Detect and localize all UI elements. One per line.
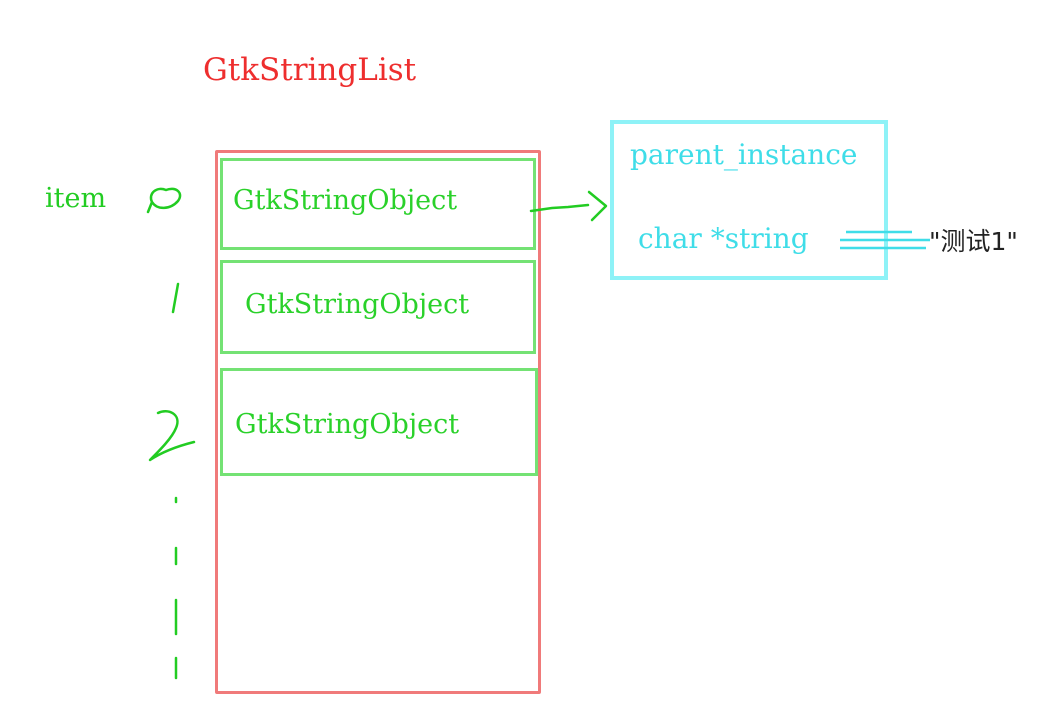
string-list-box [215,150,541,694]
list-title: GtkStringList [203,52,417,88]
index-1-mark [171,282,180,314]
parent-instance-field: parent_instance [630,138,858,171]
string-value: "测试1" [929,227,1018,256]
item-label: item [45,183,107,214]
pointer-arrowhead [587,190,608,222]
string-object-struct [610,120,888,280]
list-item: GtkStringObject [220,158,536,250]
pointer-arrow [529,203,590,213]
list-item: GtkStringObject [220,368,538,476]
list-item-label: GtkStringObject [233,185,458,216]
list-item: GtkStringObject [220,260,536,354]
list-item-label: GtkStringObject [235,409,460,440]
string-field: char *string [638,222,809,255]
index-0-mark [146,187,182,214]
list-item-label: GtkStringObject [245,289,470,320]
index-2-mark [148,410,196,462]
